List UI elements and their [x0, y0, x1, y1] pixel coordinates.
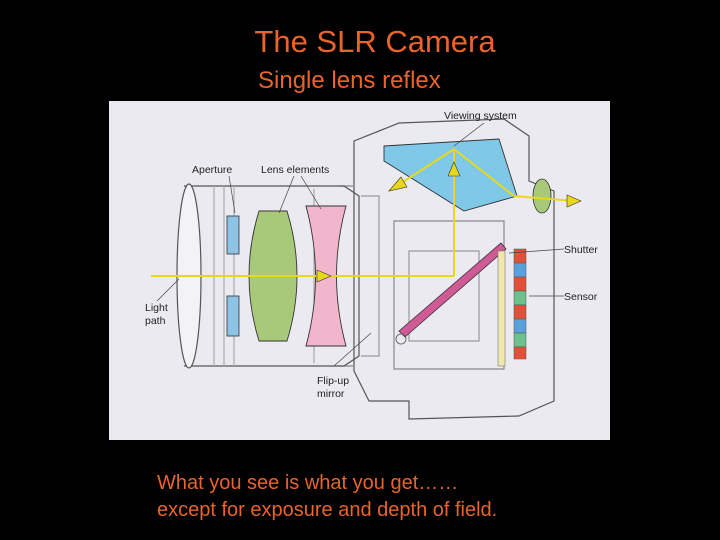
slr-camera-diagram: Viewing system Aperture Lens elements Sh… [109, 101, 610, 440]
label-sensor: Sensor [564, 291, 598, 303]
aperture-blade-top [226, 215, 240, 255]
label-flip-up-mirror-line2: mirror [317, 388, 345, 400]
label-lens-elements: Lens elements [261, 164, 329, 176]
label-leader-lines [156, 122, 565, 367]
shutter-curtain [497, 250, 506, 367]
slide-title: The SLR Camera [254, 24, 496, 59]
flip-up-mirror [398, 242, 507, 338]
label-light-path-line1: Light [145, 302, 168, 314]
caption-line-2: except for exposure and depth of field. [157, 499, 498, 521]
label-aperture: Aperture [192, 164, 232, 176]
image-sensor [513, 248, 527, 360]
caption-line-1: What you see is what you get…… [157, 472, 459, 494]
camera-cutaway-illustration: Viewing system Aperture Lens elements Sh… [145, 110, 598, 420]
label-light-path-line2: path [145, 315, 166, 327]
eyepiece-lens [532, 178, 552, 214]
aperture-blade-bottom [226, 295, 240, 337]
slide-subtitle: Single lens reflex [258, 67, 441, 94]
label-viewing-system: Viewing system [444, 110, 517, 122]
light-ray-arrowheads [316, 161, 582, 283]
label-flip-up-mirror-line1: Flip-up [317, 375, 349, 387]
slide-caption: What you see is what you get…… except fo… [157, 470, 497, 524]
label-shutter: Shutter [564, 244, 598, 256]
mirror-pivot [395, 333, 407, 345]
